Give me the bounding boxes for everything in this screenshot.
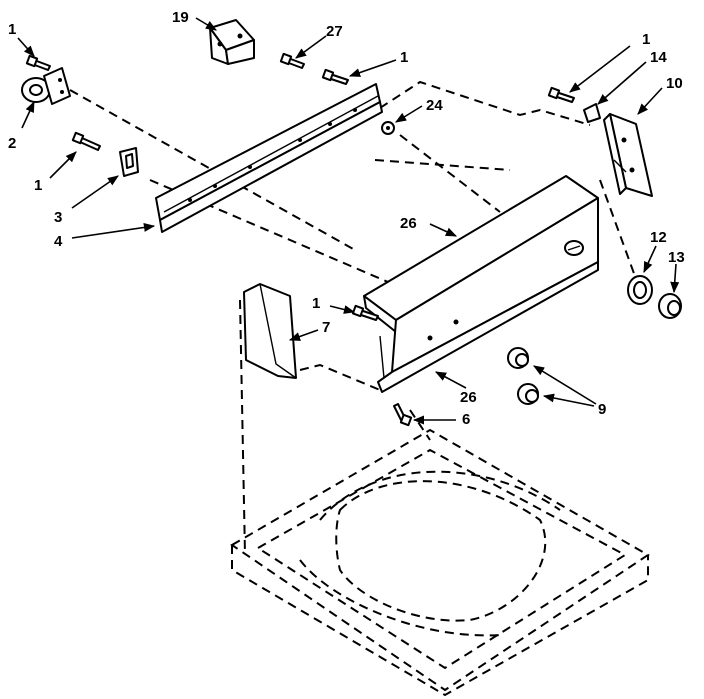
- assembly-lines: [69, 80, 641, 556]
- part-9-button-upper: [507, 347, 529, 369]
- callout-24: 24: [426, 97, 443, 114]
- callout-3: 3: [54, 209, 62, 226]
- part-9-button-lower: [517, 383, 539, 405]
- callout-2: 2: [8, 135, 16, 152]
- part-24-nut: [381, 121, 395, 135]
- part-4-rail: [155, 83, 383, 233]
- callout-1-mid-left: 1: [34, 177, 42, 194]
- part-1-screw-top-right: [547, 86, 575, 103]
- part-13-knob: [658, 293, 682, 319]
- callout-1-top-left: 1: [8, 21, 16, 38]
- part-26-console: [363, 175, 599, 393]
- part-2-switch: [21, 67, 71, 105]
- callout-13: 13: [668, 249, 685, 266]
- part-1-screw-center: [351, 304, 379, 321]
- leader-lines: [17, 17, 680, 425]
- callout-7: 7: [322, 319, 330, 336]
- callout-10: 10: [666, 75, 683, 92]
- callout-4: 4: [54, 233, 63, 250]
- callout-9: 9: [598, 401, 606, 418]
- part-14-spacer: [583, 103, 601, 123]
- part-1-screw-top-left: [25, 54, 51, 71]
- callout-1-top-right: 1: [642, 31, 650, 48]
- part-19-bracket: [209, 19, 255, 65]
- callout-1-center: 1: [312, 295, 320, 312]
- callout-1-top-center: 1: [400, 49, 408, 66]
- part-12-knob-ring: [627, 275, 653, 305]
- callout-14: 14: [650, 49, 667, 66]
- callout-19: 19: [172, 9, 189, 26]
- callout-27: 27: [326, 23, 343, 40]
- part-1-screw-mid-left: [71, 131, 101, 151]
- cabinet-base-outline: [230, 428, 650, 697]
- part-10-end-bracket: [603, 113, 653, 197]
- callout-26-bottom: 26: [460, 389, 477, 406]
- part-3-clip: [119, 147, 139, 177]
- part-1-screw-top-center: [321, 68, 349, 85]
- callout-labels: 1 2 1 3 4 19 27 1 24 1 14 10 26 12 13 1 …: [8, 9, 685, 428]
- callout-26-top: 26: [400, 215, 417, 232]
- callout-6: 6: [462, 411, 470, 428]
- part-7-end-cap: [243, 283, 297, 379]
- callout-12: 12: [650, 229, 667, 246]
- part-27-screw: [279, 52, 305, 69]
- part-6-screw: [393, 403, 413, 427]
